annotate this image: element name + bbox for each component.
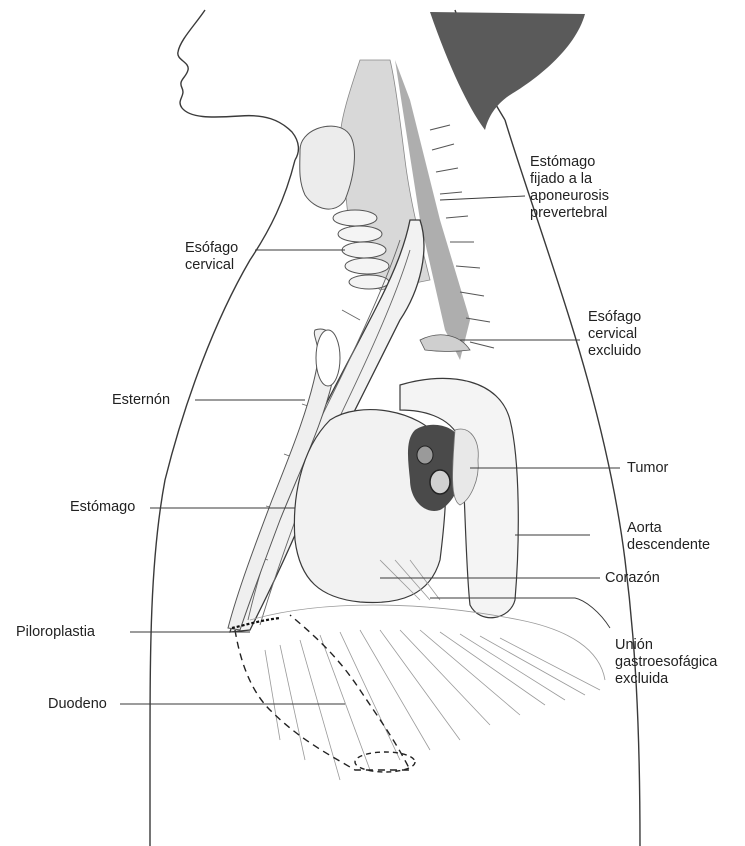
label-esternon: Esternón [112,392,170,409]
hair-shape [430,12,585,130]
tumor-shape [408,425,478,511]
label-union: Unión gastroesofágica excluida [615,637,717,688]
label-esofago-cervical: Esófago cervical [185,240,238,274]
duodenum-outline [235,615,410,770]
label-esofago-excluido: Esófago cervical excluido [588,309,641,360]
label-tumor: Tumor [627,460,668,477]
label-aorta: Aorta descendente [627,520,710,554]
manubrium [316,330,340,386]
larynx [300,126,355,209]
label-estomago: Estómago [70,499,135,516]
label-corazon: Corazón [605,570,660,587]
diaphragm [250,560,605,780]
label-estomago-fijado: Estómago fijado a la aponeurosis prevert… [530,154,609,222]
label-piloroplastia: Piloroplastia [16,624,95,641]
label-duodeno: Duodeno [48,696,107,713]
